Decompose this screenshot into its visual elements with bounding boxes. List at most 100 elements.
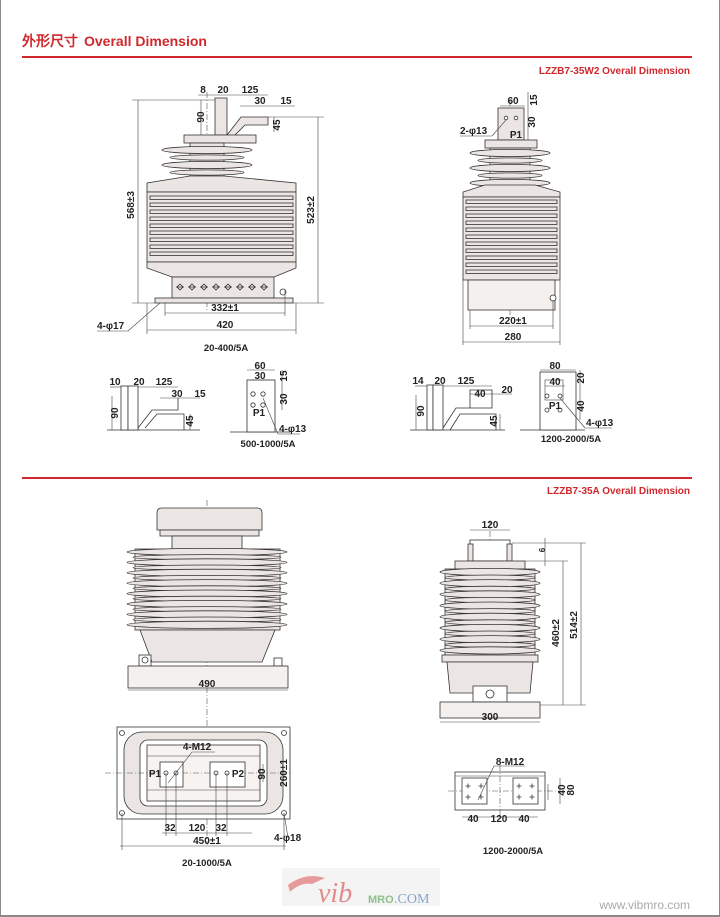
insulator-shed xyxy=(439,601,541,610)
view-caption: 20-400/5A xyxy=(204,343,249,354)
dim-label: 125 xyxy=(458,376,475,387)
dim-label: 40 xyxy=(474,389,486,400)
body-groove xyxy=(465,255,558,260)
svg-text:.COM: .COM xyxy=(394,892,430,907)
dim-label: 120 xyxy=(482,520,499,531)
dim-label: 45 xyxy=(272,119,283,131)
body-groove xyxy=(149,237,294,242)
dim-label: 90 xyxy=(196,111,207,123)
dim-label: 40 xyxy=(557,784,568,796)
insulator-shed xyxy=(439,646,541,655)
dim-label: 30 xyxy=(254,96,266,107)
dim-label: 2-φ13 xyxy=(460,126,488,137)
body-groove xyxy=(465,213,558,218)
dim-label: 40 xyxy=(518,814,530,825)
bolt-hole-icon xyxy=(516,783,522,789)
dim-label: 4-φ18 xyxy=(274,833,302,844)
insulator-shed xyxy=(161,145,253,154)
svg-text:MRO: MRO xyxy=(368,894,394,906)
dim-label: 40 xyxy=(549,377,561,388)
body-groove xyxy=(465,234,558,239)
dim-label: 20 xyxy=(434,376,446,387)
bolt-hole-icon xyxy=(478,783,484,789)
35a-plan-view-1200 xyxy=(448,765,561,818)
body-groove xyxy=(149,195,294,200)
terminal-label: P1 xyxy=(510,130,523,141)
body-groove xyxy=(465,220,558,225)
dim-label: 20 xyxy=(217,85,229,96)
dim-label: 120 xyxy=(189,823,206,834)
dim-label: 4-φ17 xyxy=(97,321,125,332)
35a-side-view xyxy=(439,520,586,723)
insulator-shed xyxy=(439,635,541,644)
bolt-hole-icon xyxy=(529,783,535,789)
insulator-shed xyxy=(477,172,543,179)
body-groove xyxy=(465,199,558,204)
view-caption: 1200-2000/5A xyxy=(483,846,543,857)
view-caption: 20-1000/5A xyxy=(182,858,232,869)
bolt-hole-icon xyxy=(260,283,268,291)
dim-label: 280 xyxy=(505,332,522,343)
dim-label: 90 xyxy=(110,407,121,419)
dim-label: 332±1 xyxy=(211,303,239,314)
dim-label: 125 xyxy=(156,377,173,388)
terminal-label: P1 xyxy=(253,408,266,419)
dim-label: 40 xyxy=(467,814,479,825)
dim-label: 125 xyxy=(242,85,259,96)
body-groove xyxy=(149,202,294,207)
terminal-1200-side xyxy=(410,384,512,431)
insulator-shed xyxy=(126,620,288,629)
insulator-shed xyxy=(169,154,245,161)
w2-front-view xyxy=(97,92,324,334)
vibmro-logo: vib MRO .COM xyxy=(282,868,440,909)
dim-label: 6 xyxy=(538,547,547,552)
dim-label: 90 xyxy=(257,768,268,780)
dim-label: 30 xyxy=(527,116,538,128)
body-groove xyxy=(149,216,294,221)
svg-text:vib: vib xyxy=(318,878,352,909)
dim-label: 120 xyxy=(491,814,508,825)
bolt-hole-icon xyxy=(200,283,208,291)
bolt-hole-icon xyxy=(248,283,256,291)
dim-label: 8-M12 xyxy=(496,757,525,768)
insulator-shed xyxy=(469,163,551,172)
dim-label: 460±2 xyxy=(551,619,562,647)
terminal-1200-front xyxy=(520,369,612,431)
w2-side-view xyxy=(460,92,561,345)
dim-label: 20 xyxy=(501,385,513,396)
dim-label: 30 xyxy=(279,393,290,405)
35a-front-view xyxy=(126,500,289,845)
dim-label: 15 xyxy=(280,96,292,107)
terminal-500-side xyxy=(107,385,200,431)
terminal-label: P1 xyxy=(149,769,162,780)
dim-label: 30 xyxy=(254,371,266,382)
dim-label: 420 xyxy=(217,320,234,331)
body-groove xyxy=(149,209,294,214)
bolt-hole-icon xyxy=(236,283,244,291)
insulator-shed xyxy=(477,157,543,164)
section2-title: LZZB7-35A Overall Dimension xyxy=(547,486,690,497)
bolt-hole-icon xyxy=(224,283,232,291)
website-url: www.vibmro.com xyxy=(598,898,690,912)
dim-label: 490 xyxy=(199,679,216,690)
bolt-hole-icon xyxy=(465,783,471,789)
dim-label: 523±2 xyxy=(306,196,317,224)
dim-label: 15 xyxy=(279,370,290,382)
dim-label: 20 xyxy=(576,372,587,384)
body-groove xyxy=(465,248,558,253)
body-groove xyxy=(465,262,558,267)
insulator-shed xyxy=(161,160,253,169)
terminal-500-front xyxy=(230,369,300,435)
dim-label: 260±1 xyxy=(279,759,290,787)
view-caption: 500-1000/5A xyxy=(241,439,296,450)
body-groove xyxy=(465,227,558,232)
terminal-label: P1 xyxy=(549,401,562,412)
35a-plan-view xyxy=(105,726,291,850)
dim-label: 10 xyxy=(109,377,121,388)
body-groove xyxy=(149,244,294,249)
dim-label: 20 xyxy=(133,377,145,388)
insulator-shed xyxy=(439,612,541,621)
dim-label: 90 xyxy=(416,405,427,417)
